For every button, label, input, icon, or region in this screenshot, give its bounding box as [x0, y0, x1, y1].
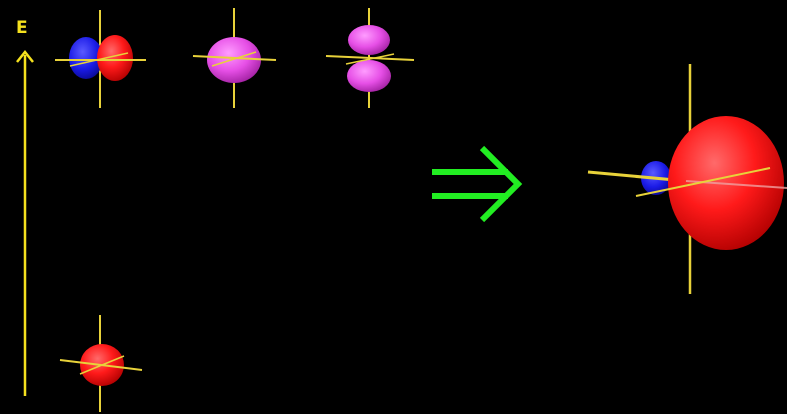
- d-orbital-1: [192, 8, 277, 108]
- double-arrow-icon: [432, 145, 523, 223]
- d-orbital-2: [325, 8, 415, 108]
- p-orbital: [55, 10, 146, 108]
- energy-axis-label: E: [16, 18, 28, 38]
- hybrid-orbital: [587, 64, 787, 294]
- energy-axis: [16, 49, 34, 396]
- s-orbital: [59, 315, 143, 412]
